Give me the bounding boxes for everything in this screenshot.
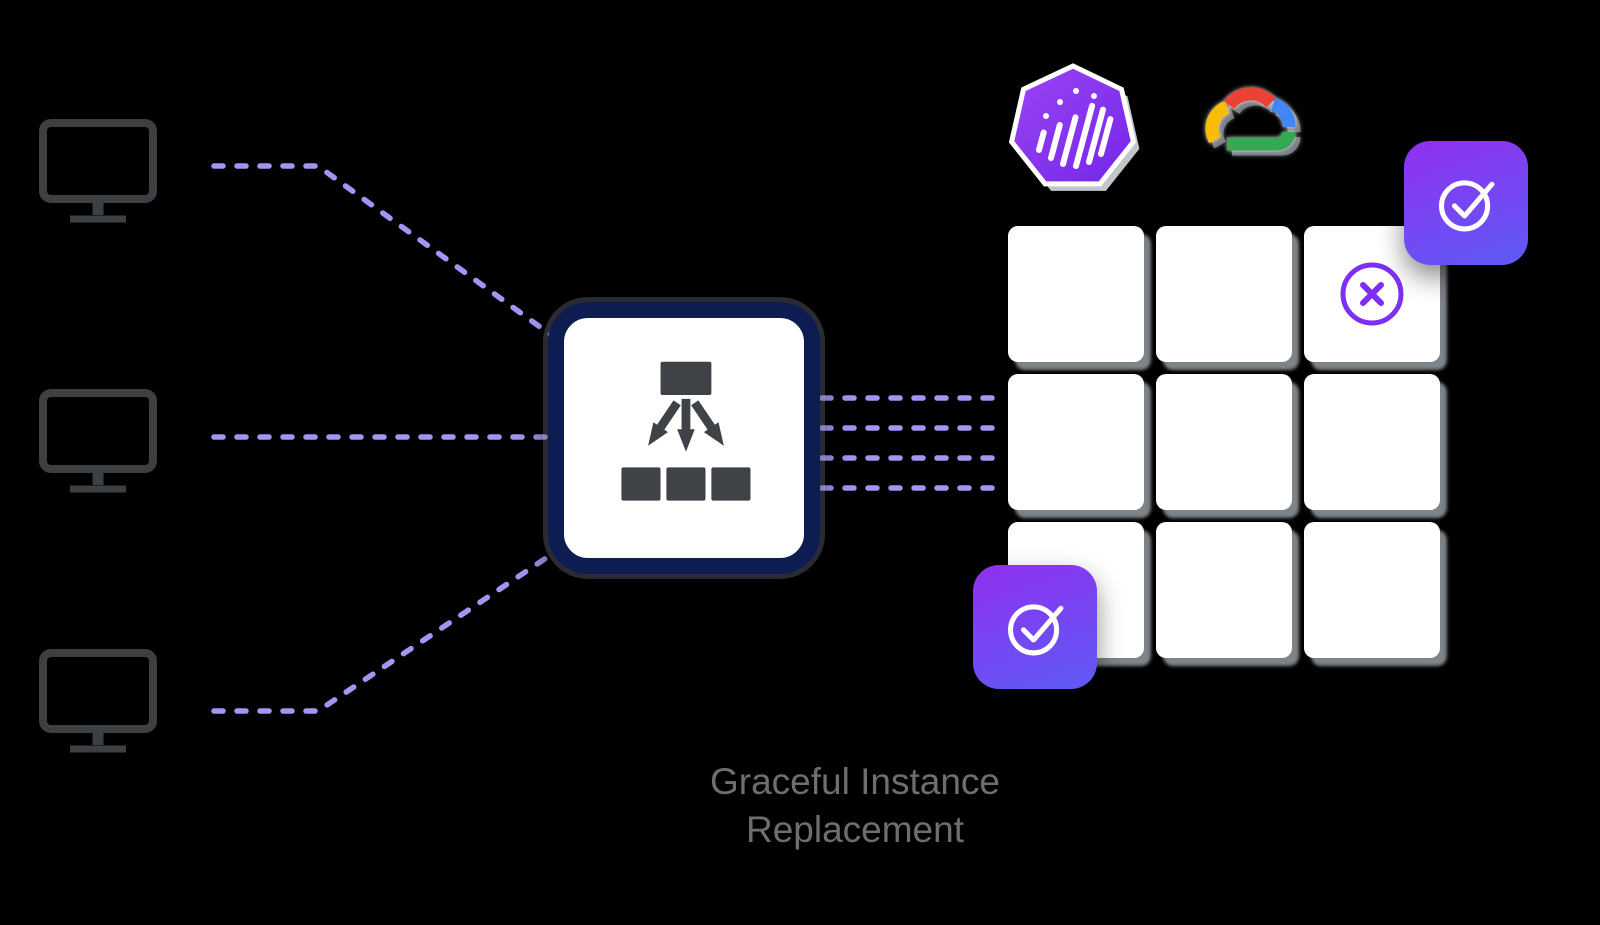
instance-cell — [1008, 226, 1144, 362]
dashed-connector — [211, 163, 561, 343]
load-balancer-node — [548, 302, 820, 574]
google-cloud-logo-icon — [1205, 87, 1296, 151]
load-balancer-icon — [621, 361, 751, 501]
desktop-monitor-icon — [39, 649, 157, 753]
instance-cell — [1156, 522, 1292, 658]
check-circle-icon — [1439, 180, 1495, 232]
instance-cell — [1304, 374, 1440, 510]
diagram-caption: Graceful Instance Replacement — [710, 761, 1000, 851]
check-circle-icon — [1008, 604, 1064, 656]
heptagon-logo-icon — [1008, 63, 1140, 191]
desktop-monitor-icon — [39, 389, 157, 493]
desktop-monitor-icon — [39, 119, 157, 223]
dashed-connector — [211, 547, 561, 714]
instance-cell — [1156, 374, 1292, 510]
instance-cell — [1008, 374, 1144, 510]
instance-cell — [1304, 522, 1440, 658]
success-badge-bottom — [973, 565, 1097, 689]
success-badge-top — [1404, 141, 1528, 265]
x-circle-icon — [1340, 262, 1404, 326]
instance-cell — [1156, 226, 1292, 362]
